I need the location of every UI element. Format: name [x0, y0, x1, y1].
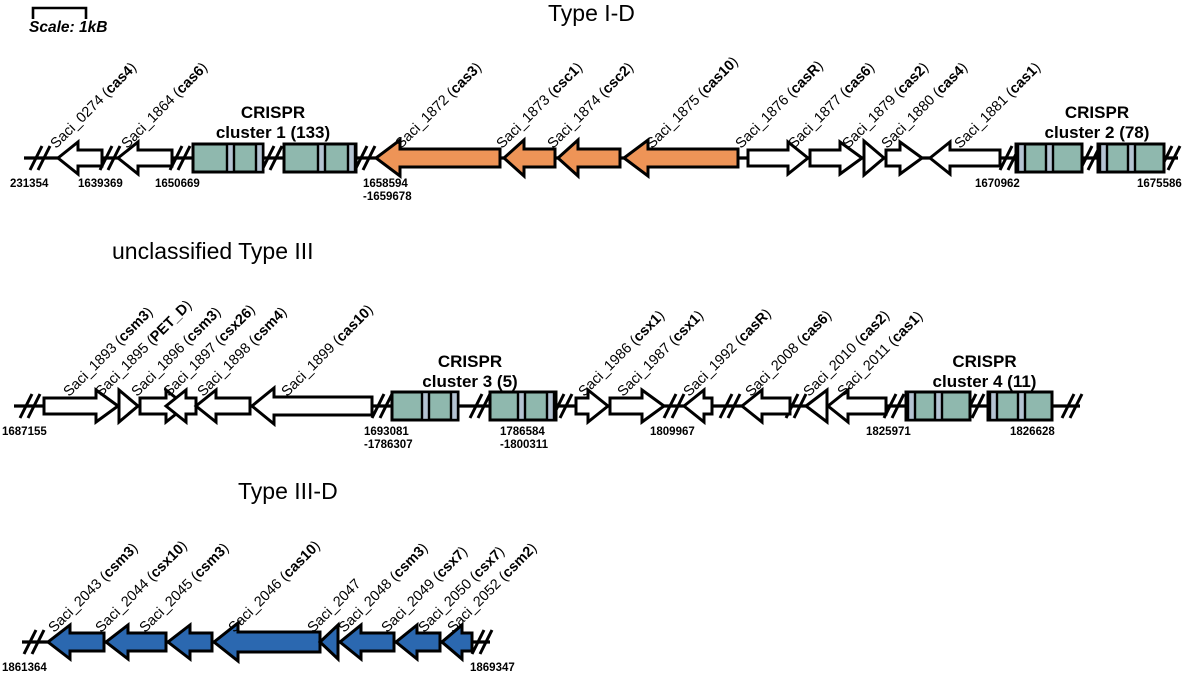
crispr-cluster-1-label: CRISPR cluster 1 (133) — [193, 103, 353, 143]
crispr-array-cluster-3 — [390, 390, 558, 422]
gene-arrow-saci-1872 — [373, 137, 502, 179]
crispr-cluster-3-label: CRISPR cluster 3 (5) — [390, 352, 550, 392]
coord-row1-0: 231354 — [10, 178, 49, 190]
gene-arrow-saci-1875 — [621, 137, 740, 179]
coord-row2-2: 1786584 -1800311 — [500, 426, 548, 451]
gene-arrow-saci-0274 — [55, 138, 104, 178]
coord-row1-3: 1658594 -1659678 — [363, 178, 412, 203]
coord-row3-1: 1869347 — [470, 662, 515, 674]
crispr-cluster-3-line2: cluster 3 (5) — [422, 372, 518, 391]
break-marks-row3 — [22, 629, 494, 655]
crispr-array-cluster-1 — [191, 142, 358, 174]
crispr-cluster-3-line1: CRISPR — [437, 352, 503, 371]
coord-row1-1: 1639369 — [78, 178, 123, 190]
gene-arrow-saci-2011 — [825, 386, 888, 426]
gene-arrow-saci-1881 — [927, 138, 1002, 178]
coord-row2-3: 1809967 — [650, 426, 695, 438]
gene-arrow-saci-1899 — [249, 384, 374, 428]
coord-row1-2: 1650669 — [155, 178, 200, 190]
gene-arrow-saci-1880 — [884, 139, 925, 177]
coord-row3-0: 1861364 — [2, 662, 47, 674]
gene-arrow-saci-2049 — [393, 621, 442, 663]
crispr-array-cluster-4 — [904, 390, 1054, 422]
gene-arrow-saci-1879 — [862, 137, 887, 179]
row-unclassified-type-iii-graphics — [14, 384, 1084, 428]
coord-row2-4: 1825971 — [866, 426, 911, 438]
gene-arrow-saci-1986 — [574, 386, 611, 426]
gene-arrow-saci-2052 — [439, 621, 474, 663]
coord-row2-5: 1826628 — [1010, 426, 1055, 438]
coord-row2-0: 1687155 — [2, 426, 47, 438]
row-title-type-i-d: Type I-D — [548, 0, 635, 26]
gene-arrow-saci-2045 — [165, 621, 214, 663]
crispr-cluster-2-label: CRISPR cluster 2 (78) — [1022, 103, 1172, 143]
crispr-cluster-2-line2: cluster 2 (78) — [1044, 123, 1150, 142]
gene-arrow-saci-2044 — [103, 621, 168, 663]
coord-row1-4: 1670962 — [975, 178, 1020, 190]
crispr-cluster-4-line2: cluster 4 (11) — [932, 372, 1037, 391]
gene-arrow-saci-1992 — [681, 386, 714, 426]
coord-row1-5: 1675586 — [1137, 178, 1182, 190]
gene-arrow-saci-1873 — [501, 136, 557, 180]
crispr-array-cluster-2 — [1014, 142, 1166, 174]
gene-arrow-saci-1893 — [42, 387, 121, 425]
scale-bar-graphic — [31, 6, 88, 19]
coord-row2-1: 1693081 -1786307 — [364, 426, 413, 451]
row-type-iii-d-graphics — [22, 619, 494, 665]
crispr-cluster-2-line1: CRISPR — [1064, 103, 1130, 122]
gene-arrow-saci-1987 — [608, 387, 667, 425]
gene-arrow-saci-1877 — [808, 139, 865, 177]
crispr-cluster-4-label: CRISPR cluster 4 (11) — [912, 352, 1057, 392]
gene-arrow-saci-2008 — [739, 386, 792, 426]
gene-arrow-saci-1895 — [117, 386, 141, 426]
crispr-cluster-4-line1: CRISPR — [952, 352, 1017, 371]
crispr-cluster-1-line2: cluster 1 (133) — [215, 123, 331, 142]
gene-arrow-saci-2047 — [317, 621, 340, 663]
scale-bar-label: Scale: 1kB — [29, 19, 108, 36]
crispr-cluster-1-line1: CRISPR — [240, 103, 306, 122]
gene-arrow-saci-1874 — [555, 136, 622, 180]
row-title-unclassified-type-iii: unclassified Type III — [112, 238, 314, 264]
row-type-i-d-graphics — [24, 136, 1182, 180]
gene-arrow-saci-1876 — [746, 138, 811, 178]
gene-arrow-saci-1864 — [115, 138, 174, 178]
row-title-type-iii-d: Type III-D — [238, 478, 338, 504]
